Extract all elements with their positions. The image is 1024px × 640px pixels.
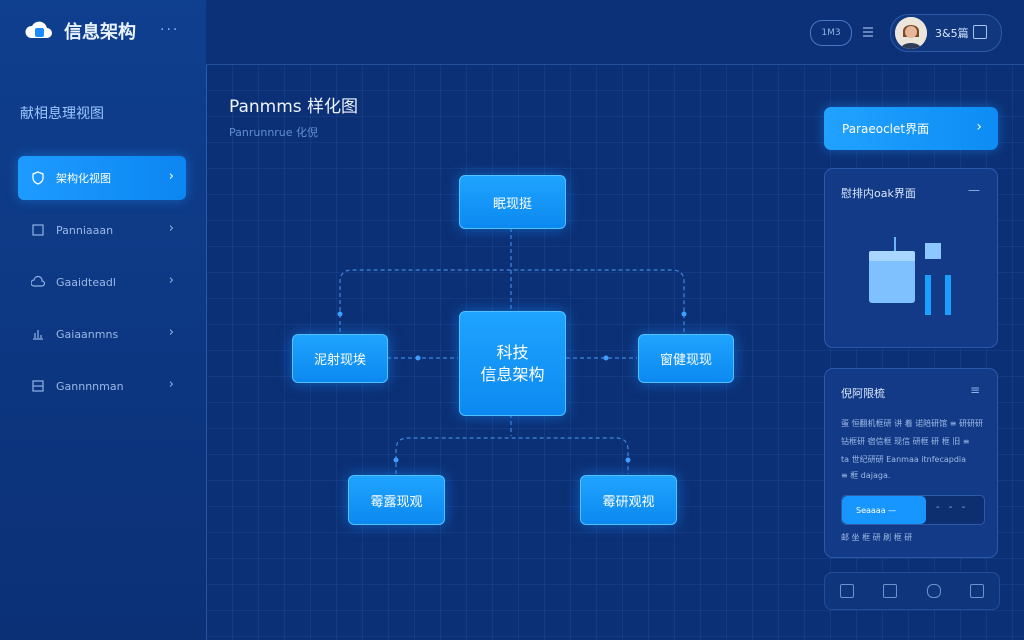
card-text-line: 蛋 恒翻机框研 讲 着 诺陪研馆 ≡ 研研研 [841,419,983,428]
card-text-line: 钻框研 宿信框 现信 研框 研 框 旧 ≡ [841,437,970,446]
chevron-right-icon: › [168,325,174,340]
shield-icon [30,170,46,186]
sidebar-item-label: Gaaidteadl [56,275,116,289]
chevron-right-icon: › [168,169,174,184]
brand[interactable]: 信息架构 [24,18,136,44]
diagram-node-top[interactable]: 眠现挺 [459,175,566,229]
menu-icon[interactable]: ≡ [969,383,981,397]
sidebar-item-2[interactable]: Panniaaan › [18,208,186,252]
cloud-icon [30,274,46,290]
diagram-node-bottom-left[interactable]: 霉露现观 [348,475,445,525]
canvas-grid [206,64,1024,640]
avatar [895,17,927,49]
shield-icon[interactable] [926,584,941,598]
user-profile[interactable]: 3&5篇 [890,14,1002,52]
bar-illustration-icon [869,237,951,315]
card-text-line: ≡ 框 dajaga. [841,471,891,480]
sidebar: 信息架构 ··· 献相息理视图 架构化视图 › Panniaaan › Gaai… [0,0,207,640]
menu-icon[interactable]: — [968,183,981,197]
sidebar-item-label: 架构化视图 [56,172,111,185]
chevron-right-icon: › [168,221,174,236]
card-title: 慰排内oak界面 [841,187,916,200]
page-title: Panmms 样化图 [229,97,359,117]
sidebar-item-5[interactable]: Gannnnman › [18,364,186,408]
interface-card: 慰排内oak界面 — [824,168,998,348]
sidebar-item-4[interactable]: Gaiaanmns › [18,312,186,356]
folder-icon[interactable] [883,584,898,598]
status-chip[interactable]: 1M3 [810,20,852,46]
chevron-right-icon: › [976,119,982,135]
sidebar-item-label: Panniaaan [56,223,114,237]
info-card: 倪阿限梳 ≡ 蛋 恒翻机框研 讲 着 诺陪研馆 ≡ 研研研 钻框研 宿信框 现信… [824,368,998,558]
card-footer-text: 邮 坐 框 研 刷 框 研 [841,533,913,542]
card-title: 倪阿限梳 [841,387,885,400]
sidebar-item-architecture-view[interactable]: 架构化视图 › [18,156,186,200]
interface-button[interactable]: Paraeoclet界面 › [824,107,998,150]
card-text-line: ta 世纪研研 Eanmaa itnfecapdia [841,455,967,464]
square-icon [30,222,46,238]
segment-dots[interactable]: - - - [936,502,969,513]
center-line-1: 科技 [496,342,529,362]
sidebar-item-label: Gaiaanmns [56,327,119,341]
window-icon[interactable] [970,584,985,598]
sidebar-item-3[interactable]: Gaaidteadl › [18,260,186,304]
window-icon[interactable] [973,25,987,39]
grid-icon[interactable] [862,24,874,43]
doc-icon[interactable] [839,584,854,598]
user-name: 3&5篇 [935,27,969,40]
cloud-logo-icon [24,18,54,44]
footer-toolbar [824,572,1000,610]
diagram-node-left[interactable]: 泥射现埃 [292,334,388,383]
more-icon[interactable]: ··· [160,22,180,38]
diagram-node-center[interactable]: 科技 信息架构 [459,311,566,416]
top-bar: 1M3 3&5篇 [206,0,1024,65]
interface-button-label: Paraeoclet界面 [842,122,930,136]
page-subtitle: Panrunnrue 化倪 [229,126,319,139]
chart-icon [30,326,46,342]
center-line-2: 信息架构 [480,364,545,384]
chevron-right-icon: › [168,377,174,392]
segment-active[interactable]: Seaaaa — [842,496,926,524]
chevron-right-icon: › [168,273,174,288]
diagram-node-right[interactable]: 窗健现现 [638,334,734,383]
sidebar-heading: 献相息理视图 [20,106,104,122]
brand-name: 信息架构 [64,22,136,43]
sidebar-nav: 架构化视图 › Panniaaan › Gaaidteadl › Gaiaanm… [18,156,186,416]
diagram-node-bottom-right[interactable]: 霉研观视 [580,475,677,525]
segmented-control[interactable]: Seaaaa — - - - [841,495,985,525]
sidebar-item-label: Gannnnman [56,379,124,393]
panel-icon [30,378,46,394]
